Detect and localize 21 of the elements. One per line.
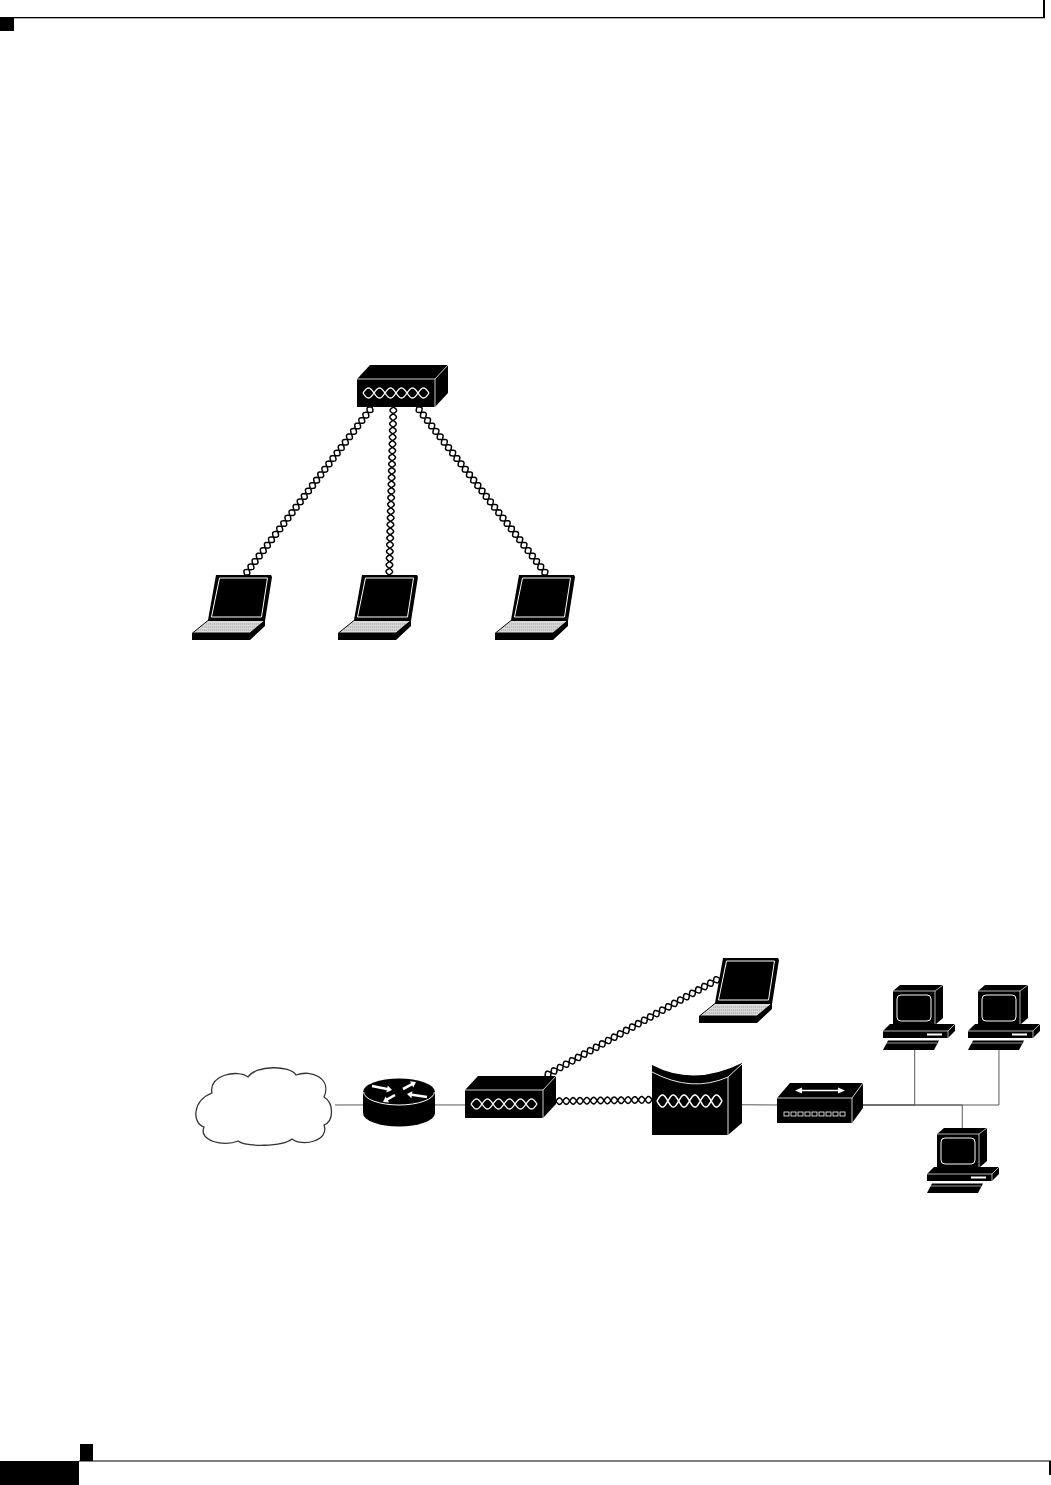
twisted-pair-cable (385, 406, 398, 576)
desktop-computer-icon (883, 985, 955, 1050)
desktop-computer-icon (968, 985, 1040, 1050)
switch-icon (777, 1083, 863, 1123)
curved-device-icon (652, 1063, 742, 1135)
connector-line (741, 1104, 778, 1106)
laptop-icon (192, 575, 272, 641)
laptop-icon (699, 958, 779, 1025)
router-icon (363, 1078, 435, 1127)
device-box-icon (357, 365, 448, 407)
connector-line (334, 1104, 364, 1106)
device-box-icon (465, 1076, 556, 1118)
laptop-icon (495, 575, 575, 641)
twisted-pair-cable (544, 975, 721, 1079)
twisted-pair-cable (243, 406, 374, 576)
connector-line (862, 1104, 963, 1129)
connector-line (434, 1104, 466, 1106)
desktop-computer-icon (927, 1128, 999, 1193)
twisted-pair-cable (415, 406, 549, 576)
twisted-pair-cable (555, 1095, 653, 1106)
laptop-icon (338, 575, 418, 641)
